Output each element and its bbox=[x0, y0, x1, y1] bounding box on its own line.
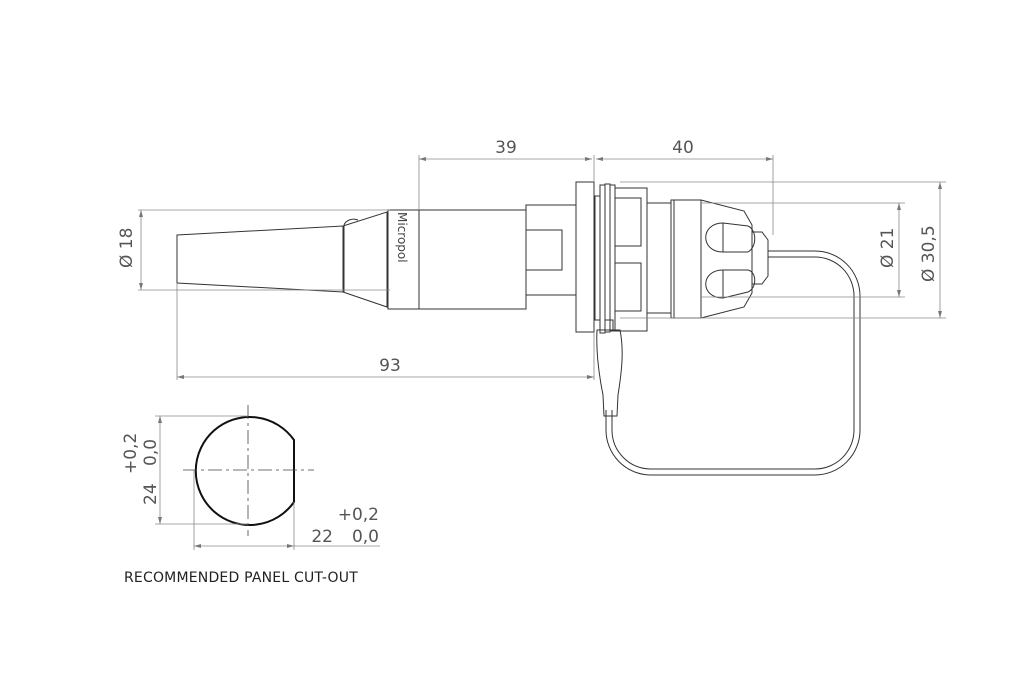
connector-body bbox=[418, 209, 527, 310]
grip-recess-bottom bbox=[705, 269, 756, 299]
cutout-width-tol-upper: +0,2 bbox=[338, 505, 379, 525]
cap-tip bbox=[752, 231, 769, 285]
cutout-width-tol-lower: 0,0 bbox=[352, 527, 379, 547]
dim-length-total: 93 bbox=[379, 356, 401, 376]
boot-cone bbox=[342, 211, 388, 308]
coupling-window bbox=[525, 229, 563, 271]
cutout-shape bbox=[194, 416, 295, 526]
dim-length-front: 39 bbox=[495, 138, 517, 158]
grip-recess-top bbox=[705, 222, 756, 253]
cutout-height-value: 24 bbox=[141, 483, 161, 505]
dust-cap bbox=[700, 199, 753, 319]
cap-ring bbox=[670, 199, 702, 319]
panel-cutout-view: 24 +0,2 0,0 22 +0,2 0,0 RECOMMENDED PANE… bbox=[121, 405, 380, 586]
dimension-lines: Ø 18 39 40 93 Ø 21 Ø 30,5 bbox=[117, 138, 946, 380]
boot-bump bbox=[343, 218, 359, 226]
hex-nut bbox=[614, 187, 648, 332]
dim-diameter-flange: Ø 30,5 bbox=[919, 225, 939, 282]
lanyard-sleeve bbox=[596, 329, 623, 417]
lanyard bbox=[596, 250, 861, 476]
panel-cutout-caption: RECOMMENDED PANEL CUT-OUT bbox=[124, 570, 358, 586]
connector-side-view: Micropol bbox=[176, 181, 769, 334]
brand-label: Micropol bbox=[395, 212, 409, 263]
cable-boot bbox=[176, 225, 344, 293]
coupling-section bbox=[525, 204, 577, 296]
dim-length-rear: 40 bbox=[672, 138, 694, 158]
cutout-height-tol-upper: +0,2 bbox=[121, 433, 141, 474]
cutout-width-value: 22 bbox=[311, 527, 333, 547]
panel-flange bbox=[575, 181, 595, 333]
dim-diameter-nut: Ø 21 bbox=[878, 228, 898, 268]
dim-diameter-boot: Ø 18 bbox=[117, 228, 137, 268]
cutout-height-tol-lower: 0,0 bbox=[141, 439, 161, 466]
receptacle-shell bbox=[646, 202, 672, 314]
